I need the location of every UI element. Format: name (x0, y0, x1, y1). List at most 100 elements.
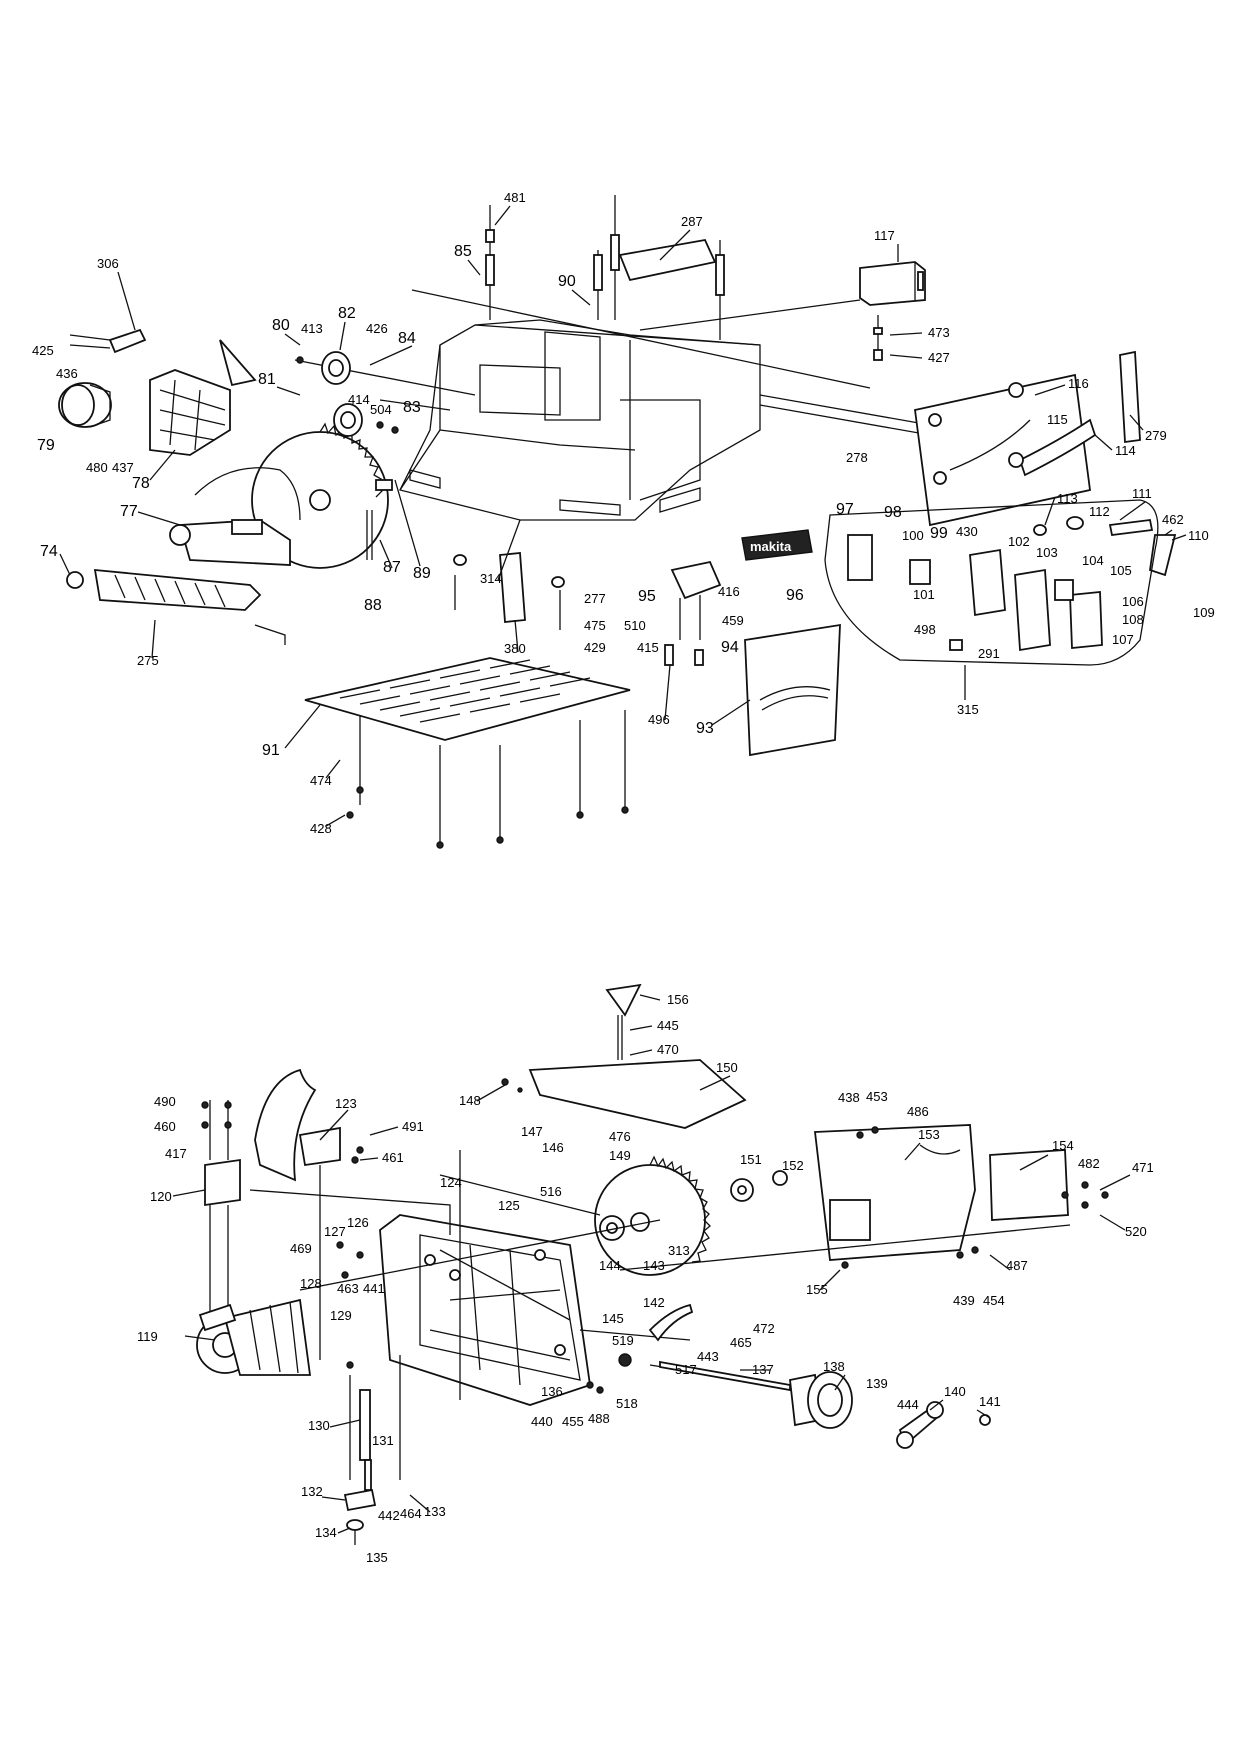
label-96: 96 (786, 587, 804, 604)
label-88: 88 (364, 597, 382, 614)
small-fasteners (201, 1078, 1109, 1394)
label-518: 518 (616, 1396, 638, 1411)
label-131: 131 (372, 1433, 394, 1448)
label-85: 85 (454, 243, 472, 260)
table-housing (399, 319, 761, 521)
label-279: 279 (1145, 428, 1167, 443)
label-110: 110 (1188, 528, 1209, 543)
label-145: 145 (602, 1311, 624, 1326)
label-102: 102 (1008, 534, 1030, 549)
label-81: 81 (258, 371, 276, 388)
label-510: 510 (624, 618, 646, 633)
label-470: 470 (657, 1042, 679, 1057)
base-plate-91 (304, 657, 631, 741)
label-428: 428 (310, 821, 332, 836)
lower-rods (299, 1174, 1071, 1392)
label-146: 146 (542, 1140, 564, 1155)
label-445: 445 (657, 1018, 679, 1033)
switch-enclosure-315 (824, 499, 1159, 666)
label-120: 120 (150, 1189, 172, 1204)
label-475: 475 (584, 618, 606, 633)
label-79: 79 (37, 437, 55, 454)
label-291: 291 (978, 646, 1000, 661)
label-133: 133 (424, 1504, 446, 1519)
label-416: 416 (718, 584, 740, 599)
screws-top (485, 195, 725, 340)
label-453: 453 (866, 1089, 888, 1104)
bracket-306 (108, 328, 147, 354)
label-314: 314 (480, 571, 502, 586)
allen-key (254, 624, 286, 645)
label-436: 436 (56, 366, 78, 381)
label-147: 147 (521, 1124, 543, 1139)
label-126: 126 (347, 1215, 369, 1230)
label-144: 144 (599, 1258, 621, 1273)
label-105: 105 (1110, 563, 1132, 578)
label-123: 123 (335, 1096, 357, 1111)
label-115: 115 (1047, 412, 1068, 427)
plate-154 (989, 1149, 1069, 1221)
label-413: 413 (301, 321, 323, 336)
switch-box-117 (859, 261, 926, 361)
label-80: 80 (272, 317, 290, 334)
label-95: 95 (638, 588, 656, 605)
label-462: 462 (1162, 512, 1184, 527)
label-78: 78 (132, 475, 150, 492)
label-156: 156 (667, 992, 689, 1007)
label-440: 440 (531, 1414, 553, 1429)
label-465: 465 (730, 1335, 752, 1350)
label-490: 490 (154, 1094, 176, 1109)
label-438: 438 (838, 1090, 860, 1105)
label-132: 132 (301, 1484, 323, 1499)
label-444: 444 (897, 1397, 919, 1412)
bracket-120 (204, 1100, 241, 1325)
knob-79 (58, 382, 112, 428)
lower-assembly (196, 983, 1109, 1545)
label-417: 417 (165, 1146, 187, 1161)
label-108: 108 (1122, 612, 1144, 627)
label-99: 99 (930, 525, 948, 542)
label-119: 119 (137, 1329, 158, 1344)
label-114: 114 (1115, 443, 1136, 458)
label-504: 504 (370, 402, 392, 417)
label-315: 315 (957, 702, 979, 717)
label-107: 107 (1112, 632, 1134, 647)
saw-blade-upper (251, 422, 389, 569)
label-439: 439 (953, 1293, 975, 1308)
label-426: 426 (366, 321, 388, 336)
label-154: 154 (1052, 1138, 1074, 1153)
label-153: 153 (918, 1127, 940, 1142)
label-463: 463 (337, 1281, 359, 1296)
label-143: 143 (643, 1258, 665, 1273)
motor-119 (196, 1298, 312, 1376)
bottom-part-labels: 156 445 470 150 148 147 146 476 149 490 … (137, 992, 1154, 1565)
plate-279 (1119, 350, 1141, 444)
label-498: 498 (914, 622, 936, 637)
label-128: 128 (300, 1276, 322, 1291)
label-414: 414 (348, 392, 370, 407)
label-136: 136 (541, 1384, 563, 1399)
label-425: 425 (32, 343, 54, 358)
triangle-part (219, 339, 257, 387)
label-277: 277 (584, 591, 606, 606)
label-459: 459 (722, 613, 744, 628)
label-103: 103 (1036, 545, 1058, 560)
label-471: 471 (1132, 1160, 1154, 1175)
label-109: 109 (1193, 605, 1215, 620)
block-132 (343, 1488, 377, 1512)
label-455: 455 (562, 1414, 584, 1429)
label-111: 111 (1132, 486, 1152, 501)
riving-assembly-77 (169, 467, 301, 566)
blade-guard-78 (149, 369, 231, 456)
leader-lines (59, 205, 1187, 1534)
label-488: 488 (588, 1411, 610, 1426)
label-313: 313 (668, 1243, 690, 1258)
label-306: 306 (97, 256, 119, 271)
label-140: 140 (944, 1384, 966, 1399)
label-91: 91 (262, 742, 280, 759)
label-83: 83 (403, 399, 421, 416)
label-151: 151 (740, 1152, 762, 1167)
label-476: 476 (609, 1129, 631, 1144)
shafts (294, 289, 971, 443)
